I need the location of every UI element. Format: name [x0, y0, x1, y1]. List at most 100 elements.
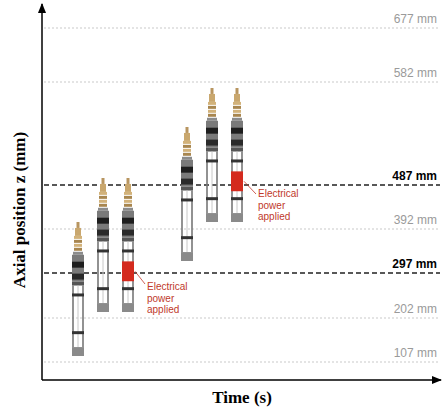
probe-part	[99, 200, 107, 203]
probe-illustration	[231, 88, 243, 222]
probe-part	[72, 255, 84, 282]
probe-part	[122, 249, 134, 252]
probe-part	[233, 102, 241, 105]
probe-part	[231, 128, 243, 134]
probe-illustration	[181, 127, 193, 261]
reference-line	[44, 362, 440, 363]
probe-part	[183, 145, 191, 148]
y-axis	[41, 4, 43, 380]
probe-part	[231, 148, 243, 152]
probe-part	[122, 238, 134, 242]
probe-part	[99, 196, 107, 199]
probe-part	[233, 114, 241, 117]
probe-part	[74, 240, 82, 243]
probe-part	[207, 118, 217, 121]
probe-part	[234, 94, 240, 102]
probe-part	[98, 208, 108, 211]
probe-part	[122, 211, 134, 238]
leader-line	[135, 271, 145, 284]
position-label: 487 mm	[392, 169, 437, 183]
probe-illustration	[97, 178, 109, 312]
position-label: 677 mm	[394, 12, 437, 26]
probe-illustration	[206, 88, 218, 222]
probe-part	[206, 128, 218, 134]
leader-line	[244, 181, 256, 194]
probe-part	[75, 228, 81, 236]
probe-part	[183, 149, 191, 152]
probe-part	[124, 196, 132, 199]
probe-part	[74, 244, 82, 247]
probe-part	[97, 230, 109, 236]
probe-part	[72, 274, 84, 280]
probe-part	[206, 197, 218, 200]
position-label: 202 mm	[394, 302, 437, 316]
probe-part	[102, 178, 105, 184]
probe-part	[211, 88, 214, 94]
probe-part	[208, 114, 216, 117]
probe-part	[124, 192, 132, 195]
probe-part	[206, 140, 218, 146]
probe-part	[97, 249, 109, 252]
probe-part	[181, 198, 193, 201]
reference-line	[44, 318, 440, 319]
position-label: 582 mm	[394, 66, 437, 80]
probe-part	[127, 178, 130, 184]
probe-part	[124, 200, 132, 203]
probe-part	[208, 102, 216, 105]
probe-part	[181, 179, 193, 185]
probe-part	[97, 218, 109, 224]
probe-part	[99, 192, 107, 195]
annotation: Electrical power applied	[147, 281, 207, 316]
probe-part	[232, 118, 242, 121]
probe-part	[231, 140, 243, 146]
reference-line	[44, 28, 440, 29]
probe-part	[181, 160, 193, 187]
probe-part	[124, 204, 132, 207]
position-label: 392 mm	[394, 213, 437, 227]
probe-part	[181, 167, 193, 173]
probe-part	[208, 106, 216, 109]
probe-part	[231, 121, 243, 148]
probe-part	[186, 127, 189, 133]
probe-part	[72, 331, 84, 334]
probe-part	[183, 141, 191, 144]
probe-part	[208, 110, 216, 113]
probe-part	[181, 252, 193, 261]
probe-part	[97, 211, 109, 238]
probe-part	[182, 157, 192, 160]
probe-part	[206, 159, 218, 162]
probe-part	[181, 236, 193, 239]
probe-part	[181, 187, 193, 191]
probe-part	[231, 197, 243, 200]
probe-part	[206, 121, 218, 148]
probe-part	[97, 303, 109, 312]
probe-part	[97, 287, 109, 290]
probe-part	[72, 293, 84, 296]
probe-part	[72, 347, 84, 356]
position-label: 297 mm	[392, 257, 437, 271]
probe-part	[125, 184, 131, 192]
probe-part	[73, 252, 83, 255]
probe-part	[99, 204, 107, 207]
probe-part	[77, 222, 80, 228]
probe-part	[72, 262, 84, 268]
probe-part	[74, 236, 82, 239]
probe-illustration	[72, 222, 84, 356]
probe-part	[123, 208, 133, 211]
probe-part	[233, 110, 241, 113]
probe-part	[183, 153, 191, 156]
probe-part	[231, 213, 243, 222]
probe-part	[231, 159, 243, 162]
annotation: Electrical power applied	[258, 188, 318, 223]
probe-part	[100, 184, 106, 192]
probe-part	[209, 94, 215, 102]
probe-part	[206, 148, 218, 152]
probe-part	[233, 106, 241, 109]
x-axis	[42, 379, 441, 381]
probe-part	[206, 213, 218, 222]
probe-part	[236, 88, 239, 94]
probe-part	[74, 248, 82, 251]
probe-part	[122, 261, 134, 281]
